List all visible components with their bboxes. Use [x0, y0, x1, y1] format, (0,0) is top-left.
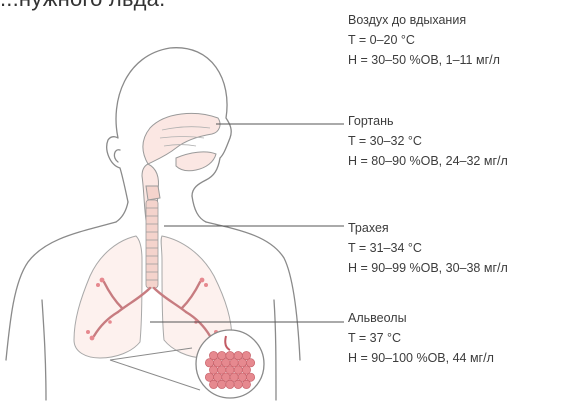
- label-temperature: T = 0–20 °C: [348, 30, 500, 50]
- neck-left: [116, 202, 128, 222]
- label-title: Трахея: [348, 218, 508, 238]
- trachea: [146, 200, 158, 288]
- label-humidity: H = 90–99 %OB, 30–38 мг/л: [348, 258, 508, 278]
- larynx: [146, 186, 160, 200]
- label-humidity: H = 80–90 %OB, 24–32 мг/л: [348, 151, 508, 171]
- label-humidity: H = 90–100 %OB, 44 мг/л: [348, 348, 494, 368]
- label-humidity: H = 30–50 %OB, 1–11 мг/л: [348, 50, 500, 70]
- label-alveoli: Альвеолы T = 37 °C H = 90–100 %OB, 44 мг…: [348, 308, 494, 368]
- ear-outline: [114, 150, 120, 162]
- alveoli-cluster: [205, 351, 254, 388]
- label-title: Альвеолы: [348, 308, 494, 328]
- label-temperature: T = 31–34 °C: [348, 238, 508, 258]
- alveolus: [234, 380, 242, 388]
- arm-left-inner: [42, 300, 46, 400]
- label-larynx: Гортань T = 30–32 °C H = 80–90 %OB, 24–3…: [348, 111, 508, 171]
- label-title: Гортань: [348, 111, 508, 131]
- alveolus: [242, 380, 250, 388]
- label-temperature: T = 37 °C: [348, 328, 494, 348]
- arm-right-inner: [274, 300, 276, 400]
- alveolus: [226, 380, 234, 388]
- label-temperature: T = 30–32 °C: [348, 131, 508, 151]
- neck-right: [192, 196, 206, 222]
- label-title: Воздух до вдыхания: [348, 10, 500, 30]
- alveolus: [218, 380, 226, 388]
- label-air-before-inhale: Воздух до вдыхания T = 0–20 °C H = 30–50…: [348, 10, 500, 70]
- oral-cavity: [176, 152, 216, 171]
- label-trachea: Трахея T = 31–34 °C H = 90–99 %OB, 30–38…: [348, 218, 508, 278]
- alveolus: [209, 380, 217, 388]
- left-lung: [74, 236, 142, 358]
